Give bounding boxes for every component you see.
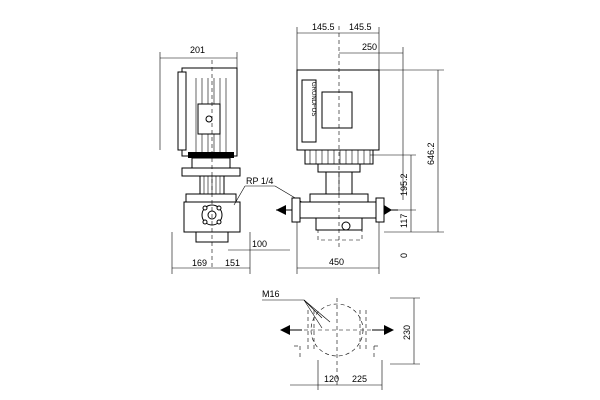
side-coupling-top: [181, 167, 241, 177]
front-motor-fins: [309, 150, 371, 164]
side-bolt-3: [202, 219, 208, 225]
side-motor-flange: [188, 152, 234, 158]
dim-text-646: 646.2: [426, 142, 436, 165]
side-shaft-lines: [203, 176, 221, 194]
front-display-window: [321, 91, 353, 129]
label-m16-thread: M16: [262, 289, 280, 299]
dim-text-zero: 0: [399, 253, 409, 258]
side-motor-fan-cover: [177, 71, 187, 151]
dim-text-120: 120: [324, 374, 339, 384]
dim-text-450: 450: [329, 257, 344, 267]
plan-right-flange: [359, 310, 380, 360]
dim-text-169: 169: [192, 258, 207, 268]
label-rp-thread: RP 1/4: [246, 176, 273, 186]
dim-text-225: 225: [352, 374, 367, 384]
m16-leader-b: [303, 299, 323, 319]
plan-outlet-arrow-icon: [384, 325, 394, 335]
front-drain-plug: [341, 221, 351, 231]
dim-text-250: 250: [362, 42, 377, 52]
m16-leader-a: [303, 299, 323, 329]
side-terminal-screw: [205, 115, 213, 123]
dim-text-145-right: 145.5: [349, 22, 372, 32]
side-view: 201 169 151 100 RP 1/4: [159, 45, 308, 274]
dim-text-230: 230: [402, 325, 412, 340]
front-brand-strip: [301, 79, 317, 143]
dim-text-145-left: 145.5: [312, 22, 335, 32]
side-bolt-2: [216, 205, 222, 211]
dim-text-151: 151: [225, 258, 240, 268]
plan-view: M16 230 120 225: [262, 289, 420, 390]
front-brand-text: GRUNDFOS: [310, 82, 316, 116]
front-outlet-flange: [375, 197, 385, 223]
dim-text-195: 195.2: [399, 173, 409, 196]
side-bolt-4: [216, 219, 222, 225]
plan-left-flange: [294, 310, 315, 360]
front-inlet-flange: [291, 197, 301, 223]
side-adapter: [191, 157, 231, 169]
side-pump-head: [185, 193, 237, 203]
m16-leader-c: [303, 299, 331, 323]
rp-leader-left: [233, 185, 246, 206]
dim-text-117: 117: [399, 214, 409, 228]
front-view: GRUNDFOS: [276, 22, 444, 274]
side-bolt-1: [202, 205, 208, 211]
plan-inlet-arrow-icon: [280, 325, 290, 335]
front-pump-casing: [299, 201, 377, 219]
front-base-dashed: [317, 229, 363, 241]
dim-text-100: 100: [252, 239, 267, 249]
dim-text-201: 201: [190, 45, 205, 55]
